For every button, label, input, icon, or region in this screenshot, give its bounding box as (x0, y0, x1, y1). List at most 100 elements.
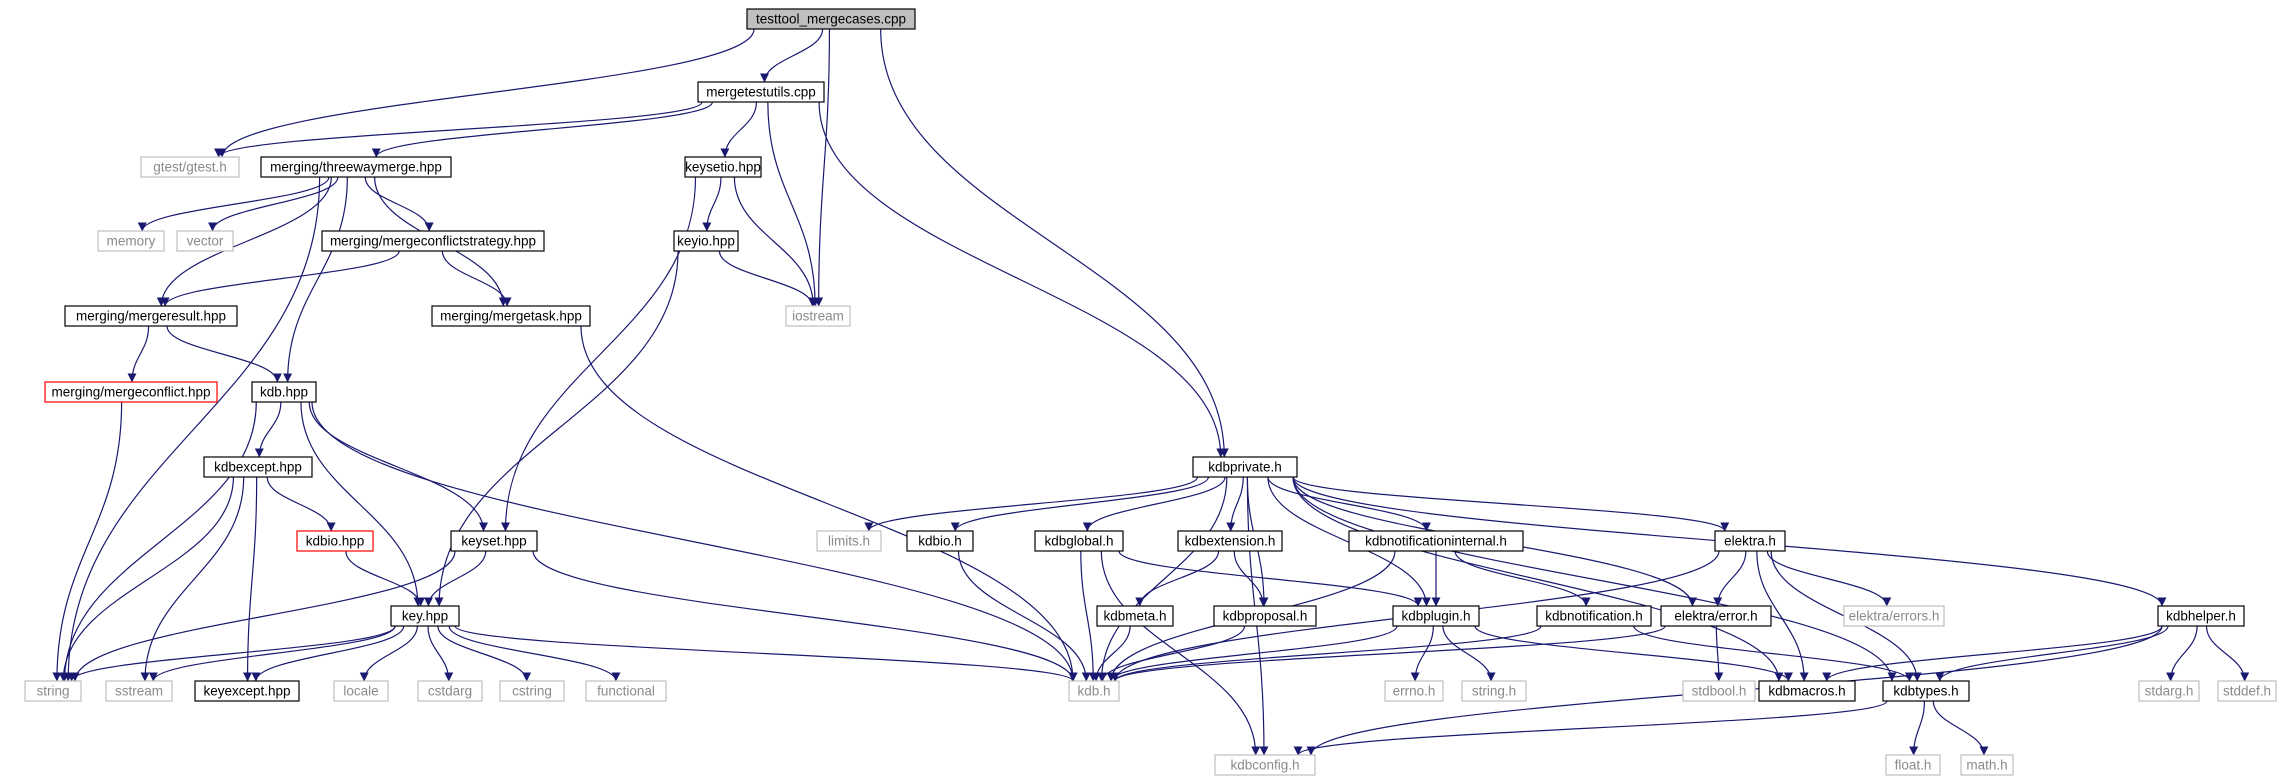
edge-key-to-keyexc (251, 625, 405, 682)
node-mtask[interactable]: merging/mergetask.hpp (431, 305, 591, 327)
node-string[interactable]: string (24, 680, 82, 702)
node-label-kdbiohpp: kdbio.hpp (306, 534, 365, 549)
edge-kdbhelper-to-stddef (2205, 625, 2250, 682)
node-limits[interactable]: limits.h (816, 530, 882, 552)
node-sstream[interactable]: sstream (105, 680, 173, 702)
nodes-layer: testtool_mergecases.cpp mergetestutils.cp… (24, 8, 2277, 776)
node-keyexc[interactable]: keyexcept.hpp (194, 680, 300, 702)
node-elektra[interactable]: elektra.h (1714, 530, 1786, 552)
node-kdbhpp[interactable]: kdb.hpp (251, 381, 317, 403)
node-kdbnotint[interactable]: kdbnotificationinternal.h (1348, 530, 1524, 552)
node-kdbprop[interactable]: kdbproposal.h (1213, 605, 1317, 627)
node-elerr[interactable]: elektra/error.h (1660, 605, 1772, 627)
node-elerrs[interactable]: elektra/errors.h (1843, 605, 1945, 627)
node-kdbplugin[interactable]: kdbplugin.h (1392, 605, 1480, 627)
node-label-kdbnotint: kdbnotificationinternal.h (1365, 534, 1507, 549)
node-box-keyio (673, 230, 739, 252)
node-mres[interactable]: merging/mergeresult.hpp (64, 305, 238, 327)
edge-mres-to-kdbhpp (166, 325, 282, 383)
node-cstdarg[interactable]: cstdarg (417, 680, 483, 702)
node-box-kdbprop (1213, 605, 1317, 627)
node-label-kdbtypes: kdbtypes.h (1893, 684, 1958, 699)
edge-mtu-to-gtest (214, 101, 703, 158)
node-floath[interactable]: float.h (1885, 754, 1941, 776)
node-box-cstdarg (417, 680, 483, 702)
node-label-kdbnotif: kdbnotification.h (1545, 609, 1643, 624)
node-label-twm: merging/threewaymerge.hpp (270, 160, 442, 175)
node-keyset[interactable]: keyset.hpp (450, 530, 538, 552)
node-box-sstream (105, 680, 173, 702)
edge-key-to-string (67, 625, 396, 682)
edge-kdbplugin-to-errno (1410, 625, 1434, 682)
edge-kdbplugin-to-kdbmacros (1474, 625, 1793, 682)
edges-layer (52, 28, 2250, 756)
node-label-keyset: keyset.hpp (461, 534, 526, 549)
node-stdarg[interactable]: stdarg.h (2138, 680, 2200, 702)
node-errno[interactable]: errno.h (1384, 680, 1444, 702)
node-box-mtask (431, 305, 591, 327)
node-kdbpriv[interactable]: kdbprivate.h (1192, 456, 1298, 478)
node-kdbtypes[interactable]: kdbtypes.h (1882, 680, 1970, 702)
node-kdbnotif[interactable]: kdbnotification.h (1536, 605, 1652, 627)
node-box-functional (585, 680, 667, 702)
node-stringh[interactable]: string.h (1461, 680, 1527, 702)
node-kdbhelper[interactable]: kdbhelper.h (2157, 605, 2245, 627)
node-box-kdbconfig (1214, 754, 1316, 776)
node-mconf[interactable]: merging/mergeconflict.hpp (44, 381, 218, 403)
node-box-floath (1885, 754, 1941, 776)
node-box-ksio (684, 156, 762, 178)
node-label-floath: float.h (1895, 758, 1932, 773)
node-memory[interactable]: memory (97, 230, 165, 252)
node-gtest[interactable]: gtest/gtest.h (140, 156, 240, 178)
edge-keyio-to-key (434, 250, 679, 607)
edge-kdbpriv-to-kdbplugin (1267, 476, 1431, 607)
node-keyio[interactable]: keyio.hpp (673, 230, 739, 252)
node-mtu[interactable]: mergetestutils.cpp (697, 81, 825, 103)
node-twm[interactable]: merging/threewaymerge.hpp (260, 156, 452, 178)
node-iostream[interactable]: iostream (785, 305, 851, 327)
node-box-limits (816, 530, 882, 552)
node-root[interactable]: testtool_mergecases.cpp (746, 8, 916, 30)
edge-kdbtypes-to-mathh (1932, 700, 1989, 756)
node-kdbconfig[interactable]: kdbconfig.h (1214, 754, 1316, 776)
node-label-kdbconfig: kdbconfig.h (1230, 758, 1299, 773)
node-kdbmacros[interactable]: kdbmacros.h (1758, 680, 1856, 702)
edge-kdbpriv-to-limits (864, 476, 1199, 532)
node-mathh[interactable]: math.h (1960, 754, 2014, 776)
node-label-stdarg: stdarg.h (2145, 684, 2194, 699)
node-vector[interactable]: vector (176, 230, 234, 252)
edge-kdbpriv-to-kdbglobal (1082, 476, 1226, 532)
node-label-kdbmacros: kdbmacros.h (1768, 684, 1845, 699)
node-label-key: key.hpp (402, 609, 448, 624)
node-kdbiohpp[interactable]: kdbio.hpp (296, 530, 374, 552)
node-functional[interactable]: functional (585, 680, 667, 702)
edge-mcs-to-mtask (441, 250, 512, 307)
edge-root-to-kdbpriv (880, 28, 1229, 458)
node-box-keyset (450, 530, 538, 552)
edge-kdbpriv-to-kdbext (1226, 476, 1244, 532)
edge-root-to-gtest (217, 28, 755, 158)
node-key[interactable]: key.hpp (390, 605, 460, 627)
node-box-stringh (1461, 680, 1527, 702)
node-locale[interactable]: locale (333, 680, 389, 702)
node-kdbext[interactable]: kdbextension.h (1177, 530, 1283, 552)
node-box-kdbtypes (1882, 680, 1970, 702)
node-box-keyexc (194, 680, 300, 702)
edge-key-to-sstream (148, 625, 396, 682)
node-kdbglobal[interactable]: kdbglobal.h (1034, 530, 1124, 552)
node-stdbool[interactable]: stdbool.h (1682, 680, 1756, 702)
edge-elektra-to-elerrs (1766, 550, 1892, 607)
node-ksio[interactable]: keysetio.hpp (684, 156, 762, 178)
node-kdbexc[interactable]: kdbexcept.hpp (203, 456, 313, 478)
node-kdbh[interactable]: kdb.h (1068, 680, 1120, 702)
node-label-kdbh: kdb.h (1077, 684, 1110, 699)
edge-ksio-to-keyset (500, 176, 697, 532)
node-label-mcs: merging/mergeconflictstrategy.hpp (330, 234, 536, 249)
node-kdbmeta[interactable]: kdbmeta.h (1096, 605, 1174, 627)
node-kdbioh[interactable]: kdbio.h (906, 530, 974, 552)
node-box-kdbpriv (1192, 456, 1298, 478)
node-cstring[interactable]: cstring (499, 680, 565, 702)
edge-keyset-to-string (70, 550, 456, 682)
node-stddef[interactable]: stddef.h (2217, 680, 2277, 702)
node-mcs[interactable]: merging/mergeconflictstrategy.hpp (321, 230, 545, 252)
